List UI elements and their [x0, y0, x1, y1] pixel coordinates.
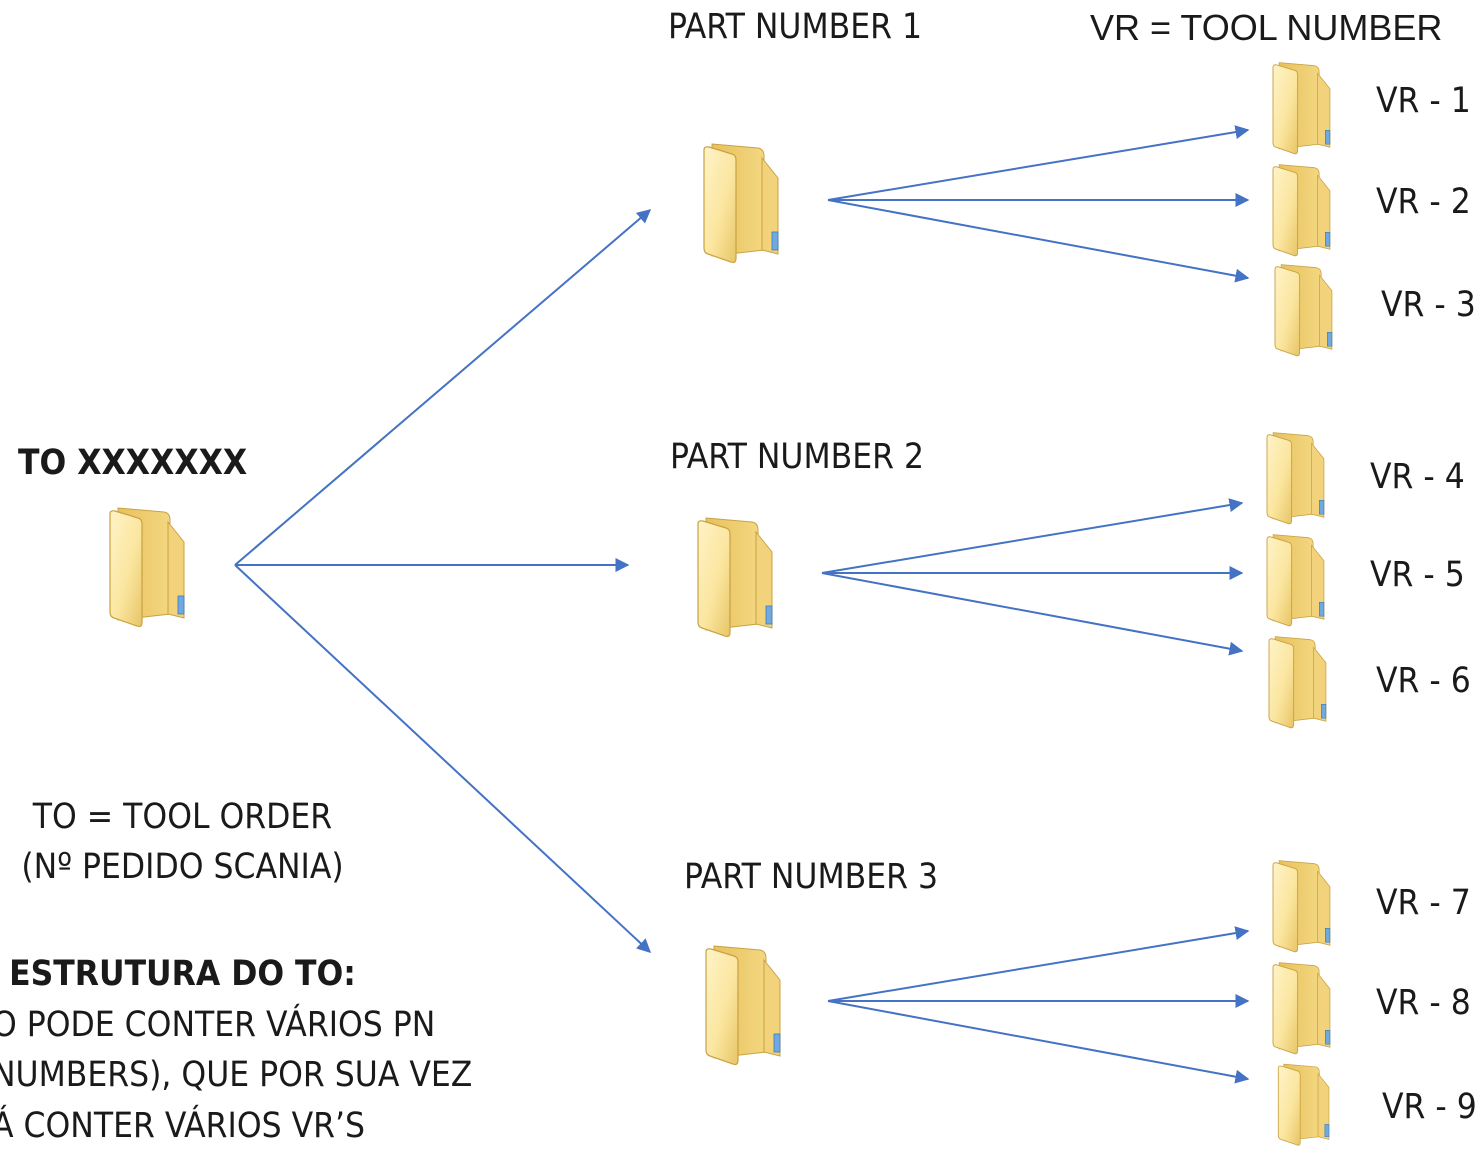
vr-6-folder-icon[interactable] [1264, 632, 1334, 732]
root-folder-icon[interactable] [104, 502, 194, 632]
part-number-1-label: PART NUMBER 1 [668, 7, 923, 47]
vr-3-folder-icon[interactable] [1270, 260, 1340, 360]
vr-6-label: VR - 6 [1376, 661, 1471, 701]
arrow-to-vr-4 [821, 498, 1244, 574]
part-number-2-folder-icon[interactable] [692, 512, 782, 642]
legend-vr-tool-number: VR = TOOL NUMBER [1090, 7, 1443, 48]
vr-5-folder-icon[interactable] [1262, 530, 1332, 630]
vr-7-folder-icon[interactable] [1268, 856, 1338, 956]
structure-line-1: O PODE CONTER VÁRIOS PN [0, 1005, 436, 1045]
tool-order-definition: TO = TOOL ORDER (Nº PEDIDO SCANIA) [0, 800, 365, 885]
vr-3-label: VR - 3 [1381, 285, 1476, 325]
arrow-to-vr-6 [821, 572, 1244, 656]
arrow-to-vr-1 [827, 125, 1250, 201]
arrow-to-part-number-1 [234, 209, 652, 566]
part-number-1-folder-icon[interactable] [698, 138, 788, 268]
part-number-3-label: PART NUMBER 3 [684, 857, 939, 897]
vr-5-label: VR - 5 [1370, 555, 1465, 595]
vr-2-folder-icon[interactable] [1268, 160, 1338, 260]
vr-8-label: VR - 8 [1376, 983, 1471, 1023]
structure-heading: ESTRUTURA DO TO: [9, 954, 356, 994]
vr-7-label: VR - 7 [1376, 883, 1471, 923]
vr-2-label: VR - 2 [1376, 182, 1471, 222]
vr-1-folder-icon[interactable] [1268, 58, 1338, 158]
arrow-to-vr-3 [827, 199, 1250, 283]
vr-9-folder-icon[interactable] [1270, 1060, 1340, 1149]
vr-8-folder-icon[interactable] [1268, 958, 1338, 1058]
arrow-to-part-number-3 [234, 564, 652, 953]
structure-line-3: Á CONTER VÁRIOS VR’S [0, 1106, 366, 1146]
vr-4-folder-icon[interactable] [1262, 428, 1332, 528]
arrow-to-vr-7 [827, 926, 1250, 1002]
vr-4-label: VR - 4 [1370, 457, 1465, 497]
arrow-to-vr-9 [827, 1000, 1250, 1084]
vr-9-label: VR - 9 [1382, 1087, 1477, 1127]
structure-line-2: NUMBERS), QUE POR SUA VEZ [0, 1055, 473, 1095]
definition-line-1: TO = TOOL ORDER [32, 797, 333, 837]
definition-line-2: (Nº PEDIDO SCANIA) [21, 847, 344, 887]
root-folder-label: TO XXXXXXX [18, 443, 248, 483]
part-number-3-folder-icon[interactable] [700, 940, 790, 1070]
vr-1-label: VR - 1 [1376, 81, 1471, 121]
part-number-2-label: PART NUMBER 2 [670, 437, 925, 477]
